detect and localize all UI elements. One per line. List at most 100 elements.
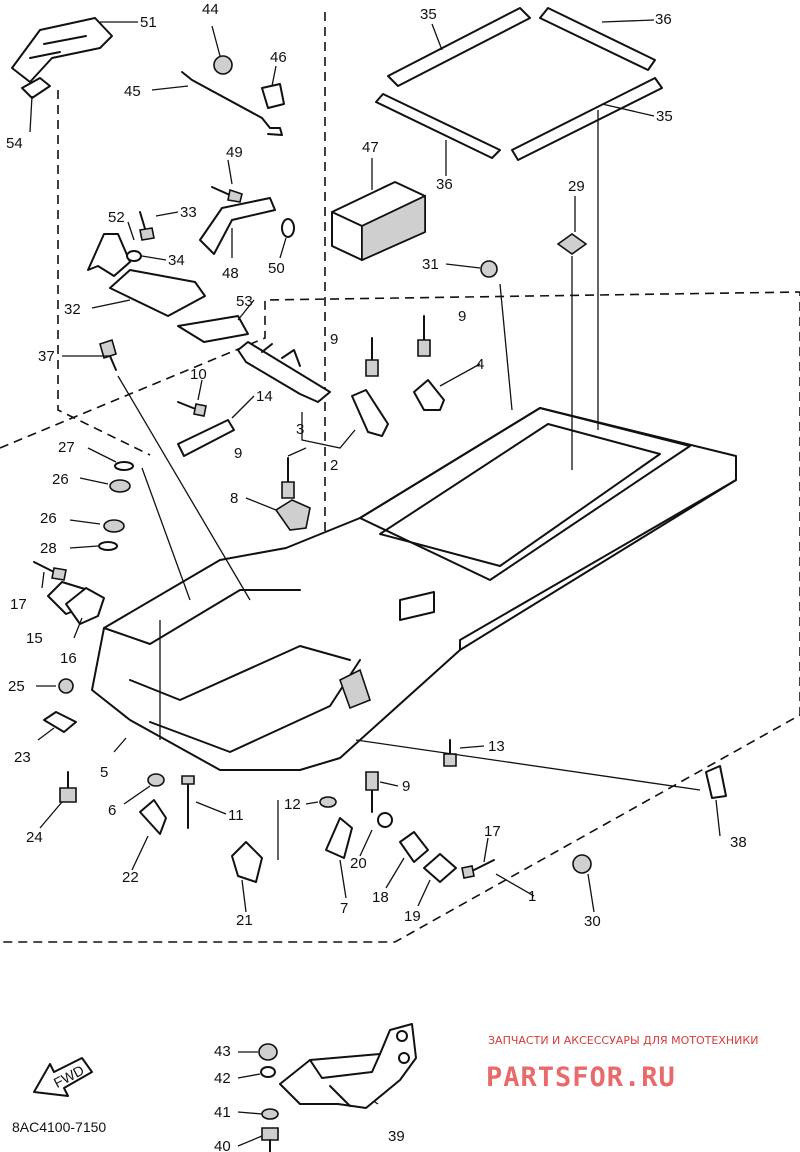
callout-17-a: 17 [10, 596, 27, 613]
grommet-44 [213, 55, 233, 75]
callout-6: 6 [108, 802, 116, 819]
callout-32: 32 [64, 301, 81, 318]
ring-28 [98, 541, 118, 551]
callout-26-a: 26 [52, 471, 69, 488]
callout-25: 25 [8, 678, 25, 695]
assembly-boundary [0, 12, 800, 943]
callout-9-d: 9 [402, 778, 410, 795]
bracket-7 [325, 817, 353, 859]
bolt-17b [461, 859, 495, 879]
holder-16 [65, 587, 105, 625]
collar-26a [109, 479, 131, 493]
watermark-brand: PARTSFOR.RU [486, 1062, 676, 1093]
bolt-49 [211, 186, 243, 203]
holder-18 [399, 831, 429, 863]
bracket-3 [237, 341, 331, 403]
clip-54 [21, 77, 51, 99]
washer-34 [126, 250, 142, 262]
callout-33: 33 [180, 204, 197, 221]
callout-34: 34 [168, 252, 185, 269]
rod-45 [181, 71, 283, 136]
callout-1: 1 [528, 888, 536, 905]
plate-32 [109, 269, 206, 317]
callout-numbers: 51 54 44 46 45 35 36 35 36 47 29 49 52 3… [6, 1, 747, 1152]
callout-14: 14 [256, 388, 273, 405]
clip-46 [261, 83, 285, 109]
collar-12 [319, 796, 337, 808]
bracket-21 [231, 841, 263, 883]
seat-strap-frame [375, 7, 663, 161]
plate-23 [43, 711, 77, 733]
cap-30 [572, 854, 592, 874]
callout-26-b: 26 [40, 510, 57, 527]
callout-38: 38 [730, 834, 747, 851]
bracket-assembly-39 [279, 1023, 417, 1109]
battery-47 [331, 181, 426, 262]
callout-39: 39 [388, 1128, 405, 1145]
grommet-50 [281, 218, 295, 238]
callout-42: 42 [214, 1070, 231, 1087]
fwd-arrow: FWD [33, 1057, 93, 1097]
pin-11 [181, 775, 195, 829]
callout-40: 40 [214, 1138, 231, 1152]
callout-36-bottom: 36 [436, 176, 453, 193]
callout-29: 29 [568, 178, 585, 195]
bolt-24 [59, 771, 77, 803]
nut-43 [258, 1043, 278, 1061]
callout-54: 54 [6, 135, 23, 152]
callout-43: 43 [214, 1043, 231, 1060]
holder-19 [423, 853, 457, 883]
callout-21: 21 [236, 912, 253, 929]
bolt-40 [261, 1127, 279, 1152]
callout-35-right: 35 [656, 108, 673, 125]
bracket-52 [87, 233, 131, 277]
bracket-4 [413, 379, 445, 411]
callout-10: 10 [190, 366, 207, 383]
callout-18: 18 [372, 889, 389, 906]
callout-52: 52 [108, 209, 125, 226]
callout-27: 27 [58, 439, 75, 456]
callout-46: 46 [270, 49, 287, 66]
bracket-51 [11, 17, 113, 83]
callout-7: 7 [340, 900, 348, 917]
watermark-tagline: ЗАПЧАСТИ И АКСЕССУАРЫ ДЛЯ МОТОТЕХНИКИ [488, 1034, 758, 1047]
callout-50: 50 [268, 260, 285, 277]
callout-22: 22 [122, 869, 139, 886]
pins-9 [281, 315, 431, 813]
callout-45: 45 [124, 83, 141, 100]
callout-2: 2 [330, 457, 338, 474]
clip-38 [705, 765, 727, 799]
callout-9-c: 9 [234, 445, 242, 462]
bolt-37 [99, 338, 117, 371]
leader-lines [29, 19, 721, 1105]
inset-leaders [237, 1051, 263, 1147]
bracket-14 [177, 419, 235, 457]
callout-31: 31 [422, 256, 439, 273]
callout-3: 3 [296, 421, 304, 438]
washer-42 [260, 1066, 276, 1078]
callout-19: 19 [404, 908, 421, 925]
bolt-33 [139, 211, 155, 241]
callout-11: 11 [228, 807, 244, 824]
washer-41 [261, 1108, 279, 1120]
callout-48: 48 [222, 265, 239, 282]
callout-20: 20 [350, 855, 367, 872]
frame-1 [91, 407, 737, 771]
cover-53 [177, 315, 249, 343]
strap-8 [274, 499, 311, 531]
bracket-2 [351, 389, 389, 437]
nut-25 [58, 678, 74, 694]
callout-5: 5 [100, 764, 108, 781]
callout-44: 44 [202, 1, 219, 18]
callout-17-b: 17 [484, 823, 501, 840]
callout-41: 41 [214, 1104, 231, 1121]
callout-47: 47 [362, 139, 379, 156]
diagram-code: 8AC4100-7150 [12, 1119, 106, 1135]
callout-36-right: 36 [655, 11, 672, 28]
bolt-10 [177, 401, 207, 417]
callout-13: 13 [488, 738, 505, 755]
callout-9-a: 9 [330, 331, 338, 348]
callout-8: 8 [230, 490, 238, 507]
callout-53: 53 [236, 293, 253, 310]
